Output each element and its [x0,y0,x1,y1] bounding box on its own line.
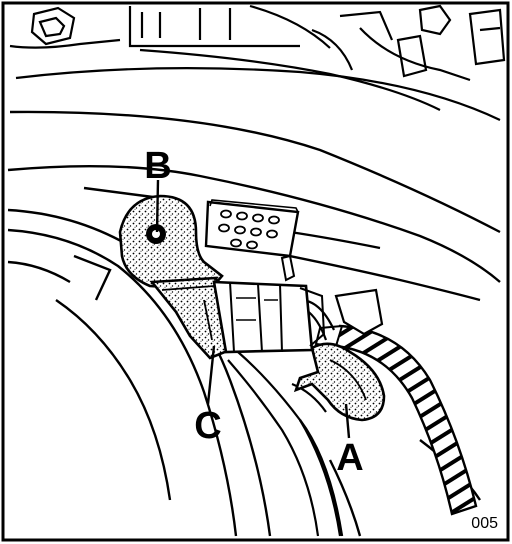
ground-bracket [118,194,224,292]
mounting-bracket [149,276,232,360]
electrical-connector [212,280,384,354]
wire-harness [227,298,342,537]
callout-a: A [336,437,363,479]
hose-clip [293,342,386,422]
leader-line-b [155,179,160,233]
leader-line-a [344,403,351,439]
leader-lines [155,179,351,439]
figure-number: 005 [471,515,498,532]
fuse-block [204,199,300,282]
leader-line-c [206,345,216,405]
callout-c: C [194,405,221,447]
top-engine-parts [9,4,506,121]
callout-b: B [144,145,171,187]
